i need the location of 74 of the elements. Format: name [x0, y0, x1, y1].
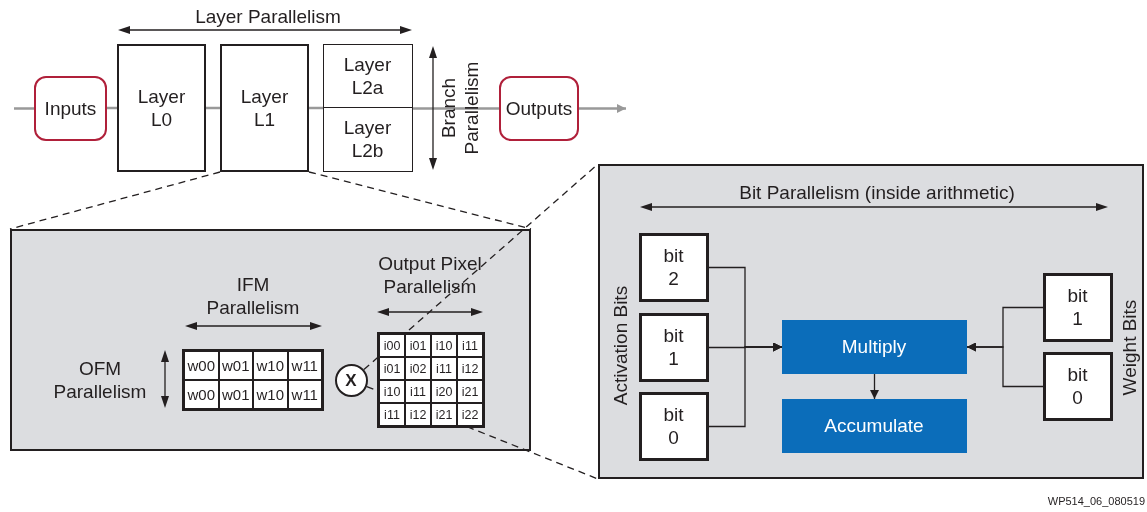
bit-box [638, 391, 709, 461]
node-label: bit 1 [1066, 284, 1089, 330]
table-cell: w00 [184, 380, 219, 409]
node-label: Outputs [505, 97, 573, 120]
table-cell: i20 [431, 380, 457, 403]
table-cell: i11 [431, 357, 457, 380]
multiply-symbol [334, 363, 368, 397]
node-label: Layer L2b [342, 116, 393, 162]
dimension-label: Layer Parallelism [194, 4, 342, 28]
bit-box [1042, 351, 1113, 421]
node-label: Layer L0 [136, 85, 187, 131]
table-cell: w01 [218, 351, 253, 380]
layer-box [322, 106, 413, 172]
axis-label: Activation Bits [608, 284, 632, 407]
node-label: Inputs [44, 97, 97, 120]
bit-box [1042, 272, 1113, 342]
node-label: bit 2 [662, 244, 685, 290]
node-label: Multiply [841, 335, 907, 358]
node-label: Layer L1 [239, 85, 290, 131]
flow-line [14, 107, 34, 110]
layer-box [117, 44, 206, 172]
table-cell: i11 [405, 380, 431, 403]
node-label: Accumulate [824, 414, 924, 437]
layer-box [220, 44, 309, 172]
bit-box [638, 312, 709, 382]
dimension-label: Branch Parallelism [437, 60, 483, 157]
dimension-label: IFM Parallelism [205, 273, 301, 319]
arrow [870, 373, 879, 400]
node-label: X [344, 369, 358, 392]
table-cell: i02 [405, 357, 431, 380]
table-cell: i21 [457, 380, 483, 403]
table-cell: w11 [287, 380, 322, 409]
table-cell: i12 [405, 403, 431, 426]
table-cell: i01 [405, 334, 431, 357]
table-cell: w01 [218, 380, 253, 409]
node-label: Layer L2a [342, 53, 393, 99]
table-cell: i01 [379, 357, 405, 380]
dimension-label: OFM Parallelism [52, 357, 148, 403]
table-cell: i11 [379, 403, 405, 426]
zoom-line [9, 171, 221, 230]
node-label: bit 1 [662, 324, 685, 370]
axis-label: Weight Bits [1117, 298, 1141, 398]
flow-line [309, 106, 323, 110]
table-cell: i21 [431, 403, 457, 426]
terminal-box [34, 76, 107, 141]
table-cell: i22 [457, 403, 483, 426]
table-cell: w10 [253, 351, 288, 380]
table-cell: i11 [457, 334, 483, 357]
table-cell: w00 [184, 351, 219, 380]
bit-box [638, 232, 709, 302]
table-cell: i12 [457, 357, 483, 380]
arrow [708, 342, 783, 428]
table-cell: i10 [379, 380, 405, 403]
flow-line [413, 107, 499, 110]
zoom-line [308, 171, 532, 230]
arrow [966, 342, 1044, 388]
detail-panel [598, 164, 1144, 479]
layer-group-box [323, 44, 413, 172]
layer-box [322, 43, 413, 109]
dimension-label: Output Pixel Parallelism [377, 252, 483, 298]
table-cell: w10 [253, 380, 288, 409]
dimension-label: Bit Parallelism (inside arithmetic) [738, 180, 1016, 204]
table-cell: i10 [431, 334, 457, 357]
terminal-box [499, 76, 579, 141]
node-label: bit 0 [662, 403, 685, 449]
node-label: bit 0 [1066, 363, 1089, 409]
table-cell: w11 [287, 351, 322, 380]
process-box [781, 319, 967, 374]
figure-id: WP514_06_080519 [1046, 494, 1145, 508]
table-cell: i00 [379, 334, 405, 357]
process-box [781, 398, 967, 453]
flow-line [579, 104, 626, 113]
flow-line [206, 106, 220, 110]
flow-line [107, 106, 117, 110]
